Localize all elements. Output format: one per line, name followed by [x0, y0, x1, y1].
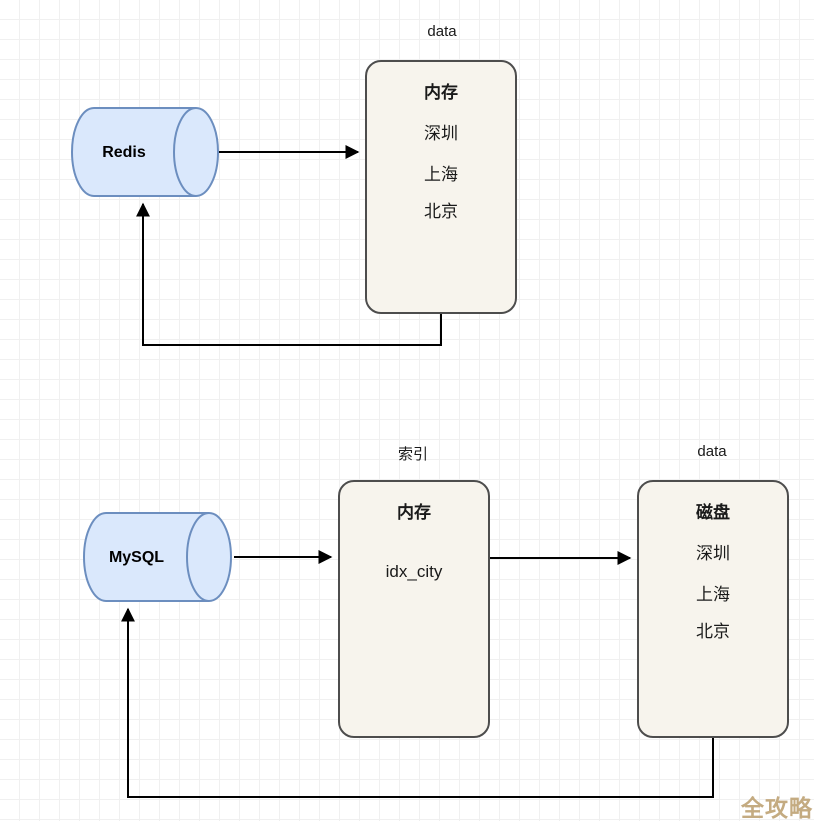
- index-store-title: 内存: [397, 503, 431, 522]
- mysql-database-node[interactable]: [80, 509, 235, 605]
- bottom-data-caption: data: [697, 443, 727, 460]
- watermark-label: 全攻略: [741, 795, 813, 821]
- disk-store-title: 磁盘: [696, 503, 730, 522]
- cylinder-shape: [71, 107, 219, 197]
- memory-store-box[interactable]: 内存 深圳 上海 北京: [365, 60, 517, 314]
- mysql-database-label: MySQL: [108, 549, 165, 566]
- disk-store-row: 深圳: [696, 544, 730, 563]
- memory-store-title: 内存: [424, 83, 458, 102]
- disk-store-row: 北京: [696, 622, 730, 641]
- cylinder-shape: [83, 512, 232, 602]
- memory-store-row: 北京: [424, 202, 458, 221]
- redis-database-node[interactable]: [68, 104, 222, 200]
- disk-store-box[interactable]: 磁盘 深圳 上海 北京: [637, 480, 789, 738]
- memory-store-row: 上海: [424, 165, 458, 184]
- index-store-box[interactable]: 内存 idx_city: [338, 480, 490, 738]
- memory-store-row: 深圳: [424, 124, 458, 143]
- top-data-caption: data: [427, 23, 457, 40]
- redis-database-label: Redis: [102, 144, 146, 161]
- index-store-row: idx_city: [385, 562, 443, 581]
- index-caption: 索引: [397, 446, 428, 463]
- disk-store-row: 上海: [696, 585, 730, 604]
